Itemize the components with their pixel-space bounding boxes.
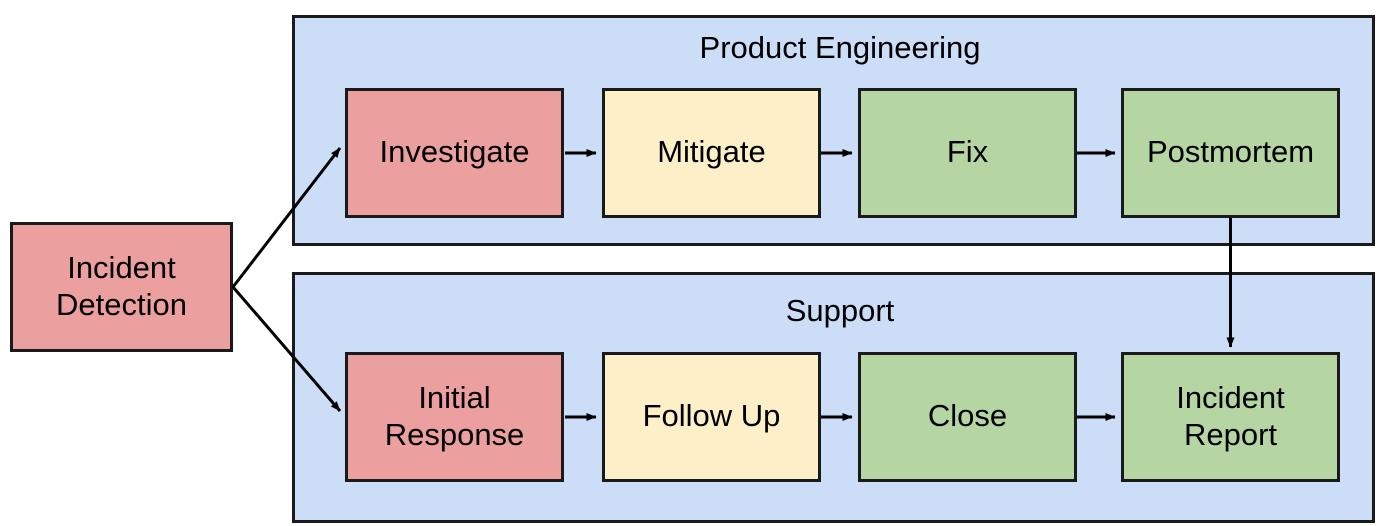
node-initial-response-box[interactable] bbox=[345, 352, 564, 482]
node-incident-detection-label-line1: Incident bbox=[67, 250, 176, 285]
node-incident-report[interactable]: Incident Report bbox=[1121, 352, 1340, 482]
node-fix[interactable]: Fix bbox=[858, 88, 1077, 218]
node-close-label: Close bbox=[928, 398, 1007, 433]
node-follow-up[interactable]: Follow Up bbox=[602, 352, 821, 482]
node-incident-report-label-line2: Report bbox=[1184, 417, 1277, 452]
lane-product-engineering: Product Engineering Investigate Mitigate… bbox=[292, 15, 1375, 246]
node-initial-response[interactable]: Initial Response bbox=[345, 352, 564, 482]
node-incident-detection[interactable]: Incident Detection bbox=[10, 222, 233, 352]
node-postmortem-box[interactable] bbox=[1121, 88, 1340, 218]
lane-support-title: Support bbox=[786, 293, 895, 328]
edge-incident-detection-to-initial-response bbox=[231, 286, 342, 412]
node-initial-response-label-line2: Response bbox=[385, 417, 525, 452]
lane-product-engineering-title: Product Engineering bbox=[700, 30, 981, 65]
node-postmortem[interactable]: Postmortem bbox=[1121, 88, 1340, 218]
node-follow-up-box[interactable] bbox=[602, 352, 821, 482]
node-investigate-box[interactable] bbox=[345, 88, 564, 218]
node-initial-response-label-line1: Initial bbox=[418, 380, 490, 415]
node-postmortem-label: Postmortem bbox=[1147, 134, 1314, 169]
node-fix-box[interactable] bbox=[858, 88, 1077, 218]
node-incident-report-label-line1: Incident bbox=[1176, 380, 1285, 415]
node-fix-label: Fix bbox=[947, 134, 989, 169]
node-follow-up-label: Follow Up bbox=[643, 398, 781, 433]
node-incident-detection-box[interactable] bbox=[10, 222, 233, 352]
node-mitigate[interactable]: Mitigate bbox=[602, 88, 821, 218]
edge-incident-detection-to-investigate bbox=[231, 147, 342, 288]
node-close-box[interactable] bbox=[858, 352, 1077, 482]
node-incident-report-box[interactable] bbox=[1121, 352, 1340, 482]
node-close[interactable]: Close bbox=[858, 352, 1077, 482]
node-mitigate-box[interactable] bbox=[602, 88, 821, 218]
node-incident-detection-label-line2: Detection bbox=[56, 287, 187, 322]
node-mitigate-label: Mitigate bbox=[657, 134, 766, 169]
node-investigate[interactable]: Investigate bbox=[345, 88, 564, 218]
node-investigate-label: Investigate bbox=[380, 134, 530, 169]
lane-support: Support Initial Response Follow Up Close… bbox=[292, 272, 1375, 523]
